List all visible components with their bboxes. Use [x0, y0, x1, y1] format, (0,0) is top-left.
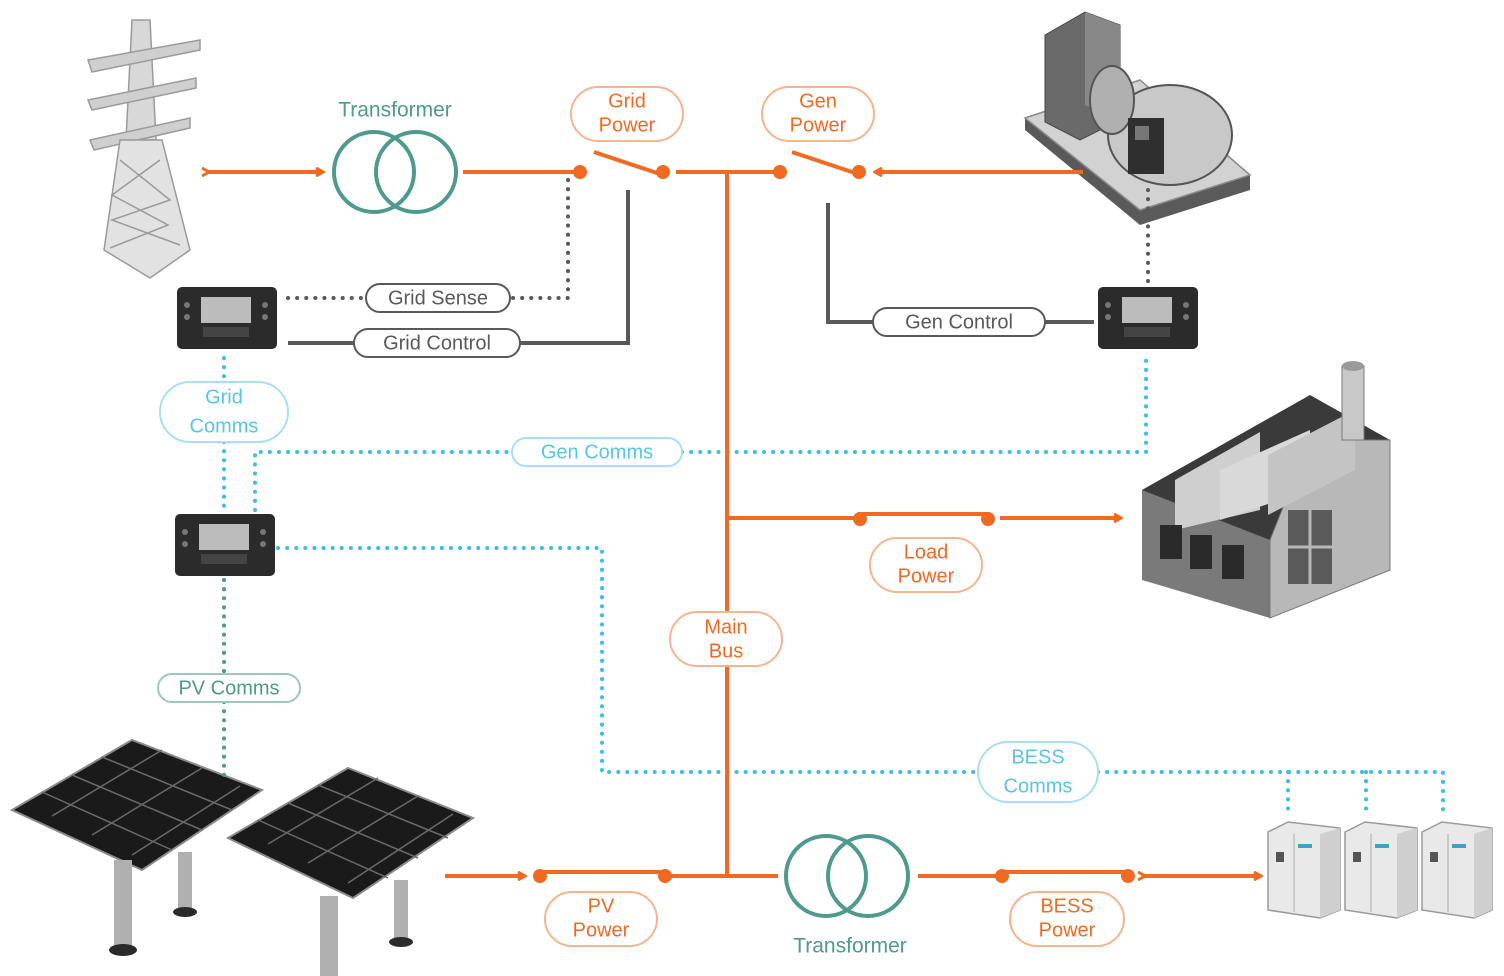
svg-text:Comms: Comms: [190, 415, 259, 437]
battery-storage-icon: [1267, 821, 1493, 919]
svg-text:Gen: Gen: [799, 90, 837, 112]
grid-control-label: Grid Control: [353, 328, 521, 358]
transformer-top-label: Transformer: [338, 99, 452, 122]
svg-text:BESS: BESS: [1040, 895, 1093, 917]
svg-text:PV Comms: PV Comms: [178, 677, 279, 699]
svg-text:Power: Power: [599, 114, 656, 136]
pv-comms-label: PV Comms: [157, 673, 301, 703]
svg-text:Main: Main: [704, 616, 747, 638]
power-lines: [208, 150, 1260, 876]
transformer-bottom-icon: [784, 834, 910, 918]
svg-text:Grid Sense: Grid Sense: [388, 287, 488, 309]
pv-power-label: PV Power: [544, 891, 658, 947]
svg-text:Power: Power: [898, 565, 955, 587]
bess-comms-label: BESS Comms: [977, 741, 1099, 803]
svg-text:Load: Load: [904, 541, 949, 563]
transmission-tower-icon: [86, 19, 201, 279]
grid-power-label: Grid Power: [570, 86, 684, 142]
gen-power-label: Gen Power: [761, 86, 875, 142]
controller-panel-icon: [175, 287, 1198, 576]
switch-contacts: [533, 165, 1135, 883]
svg-text:Grid: Grid: [205, 386, 243, 408]
transformer-bottom-label: Transformer: [793, 935, 907, 958]
bess-power-label: BESS Power: [1009, 891, 1125, 947]
svg-text:Comms: Comms: [1004, 775, 1073, 797]
svg-text:Gen Control: Gen Control: [905, 311, 1013, 333]
main-bus-label: Main Bus: [669, 611, 783, 667]
svg-text:Grid: Grid: [608, 90, 646, 112]
solar-panel-icon: [9, 738, 476, 976]
grid-sense-label: Grid Sense: [365, 283, 511, 313]
svg-text:Bus: Bus: [709, 640, 743, 662]
svg-text:Power: Power: [1039, 919, 1096, 941]
grid-comms-label: Grid Comms: [159, 381, 289, 443]
svg-text:PV: PV: [588, 895, 615, 917]
load-power-label: Load Power: [869, 537, 983, 593]
svg-text:BESS: BESS: [1011, 746, 1064, 768]
generator-icon: [1023, 11, 1252, 225]
svg-text:Grid Control: Grid Control: [383, 332, 491, 354]
svg-text:Gen Comms: Gen Comms: [541, 441, 653, 463]
gen-control-label: Gen Control: [872, 307, 1046, 337]
gen-comms-label: Gen Comms: [511, 437, 683, 467]
control-lines: [288, 190, 1094, 345]
svg-text:Power: Power: [790, 114, 847, 136]
comms-lines: [222, 178, 1445, 814]
svg-text:Power: Power: [573, 919, 630, 941]
factory-icon: [1142, 361, 1391, 619]
transformer-top-icon: [332, 130, 458, 214]
